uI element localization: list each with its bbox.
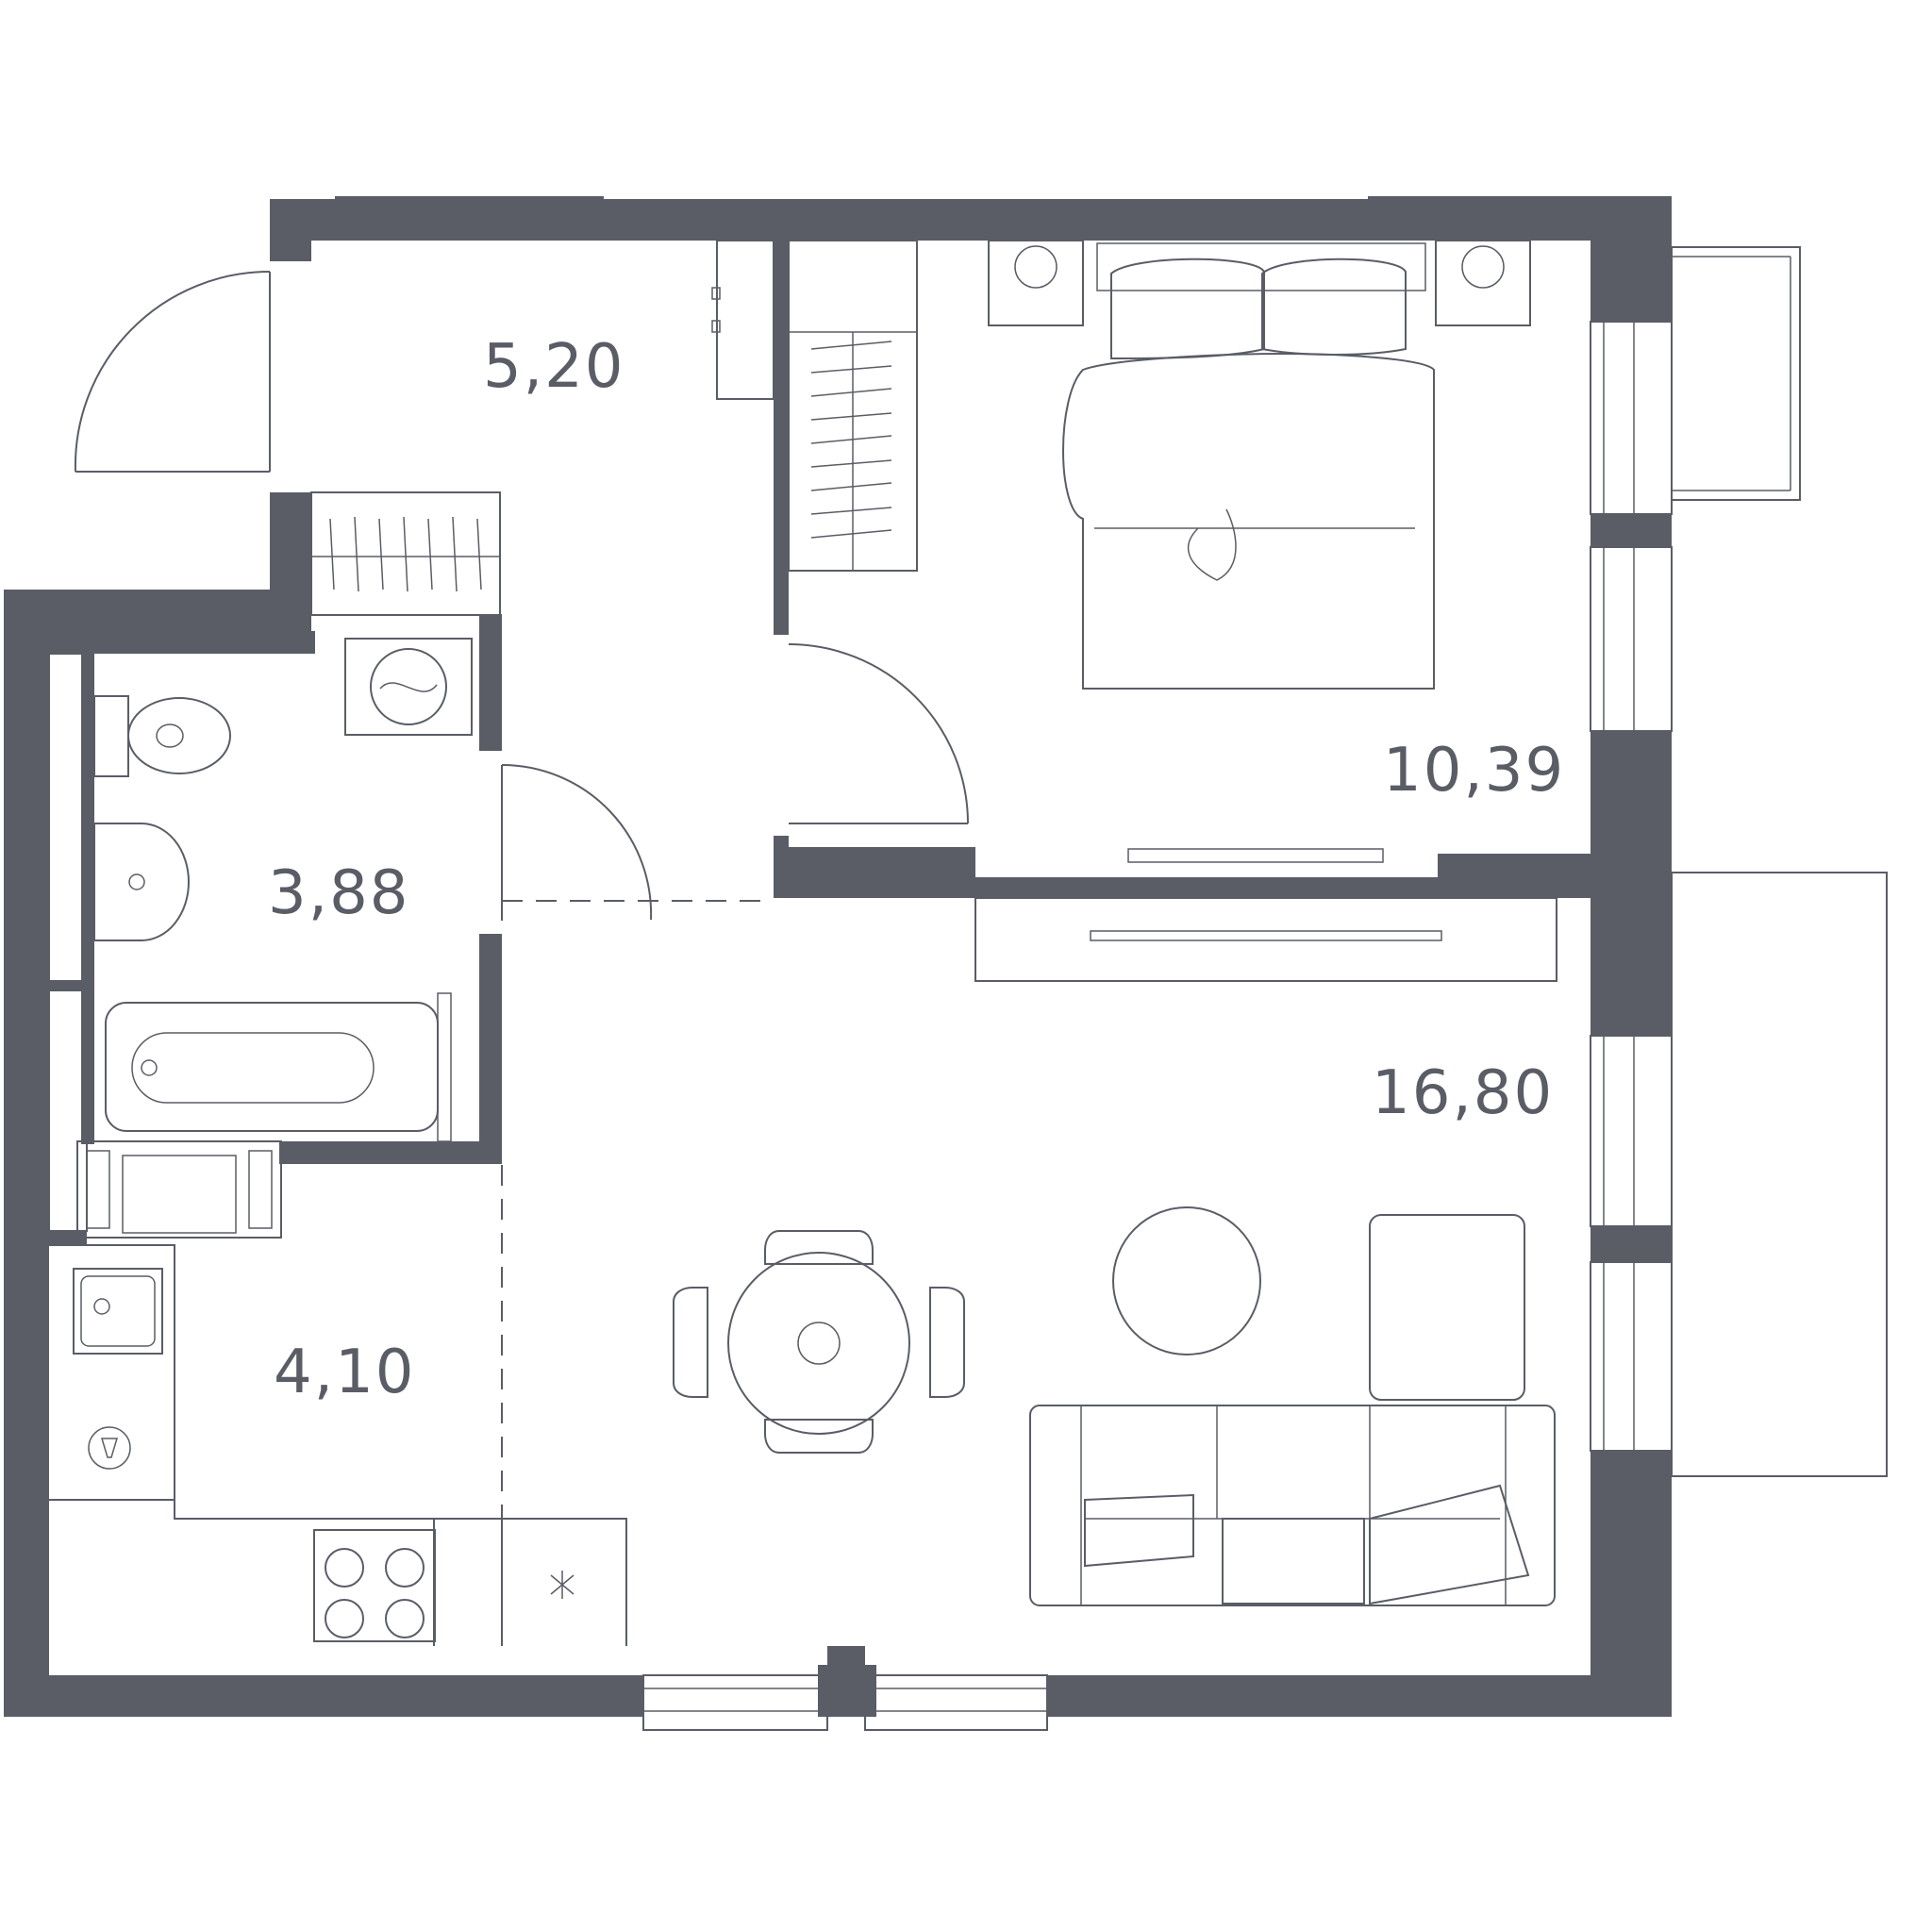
walls: [4, 196, 1672, 1717]
kitchen-sink-icon: [73, 1268, 163, 1355]
washing-machine-icon: [344, 638, 473, 736]
nightstand-left-icon: [988, 240, 1084, 326]
bed-icon: [1062, 242, 1435, 690]
window-bathroom-left: [48, 653, 88, 1232]
bedroom-wardrobe: [788, 240, 918, 572]
hallway-area: 5,20: [483, 332, 625, 402]
bathtub-icon: [105, 992, 452, 1142]
balconies: [1671, 246, 1888, 1477]
bedroom-door: [788, 643, 969, 824]
dining-chairs: [673, 1230, 965, 1454]
tv-bedroom-icon: [1127, 848, 1384, 863]
entrance-door: [74, 271, 271, 473]
cooler-icon: [550, 1571, 575, 1599]
stove-icon: [313, 1529, 436, 1642]
doors: [74, 271, 969, 1646]
toilet-icon: [93, 695, 231, 777]
tv-stand: [974, 897, 1557, 982]
living-area: 16,80: [1372, 1058, 1554, 1128]
nightstand-right-icon: [1435, 240, 1531, 326]
sink-icon: [93, 823, 190, 941]
hallway-shelf: [711, 240, 774, 400]
bathroom-area: 3,88: [268, 858, 410, 928]
window-bottom: [642, 1674, 1048, 1731]
bedroom-area: 10,39: [1383, 736, 1565, 806]
windows: [48, 321, 1673, 1731]
kitchen-area: 4,10: [274, 1338, 416, 1407]
area-labels: 5,20 3,88 10,39 16,80 4,10: [268, 332, 1565, 1407]
dishwasher-icon: [88, 1426, 131, 1470]
hallway-wardrobe: [310, 491, 501, 616]
sofa-icon: [1029, 1405, 1556, 1606]
fridge-icon: [76, 1140, 282, 1239]
dining-table: [727, 1252, 910, 1435]
round-rug-icon: [1112, 1206, 1261, 1355]
bathroom-door: [501, 764, 774, 921]
armchair-icon: [1369, 1214, 1525, 1401]
